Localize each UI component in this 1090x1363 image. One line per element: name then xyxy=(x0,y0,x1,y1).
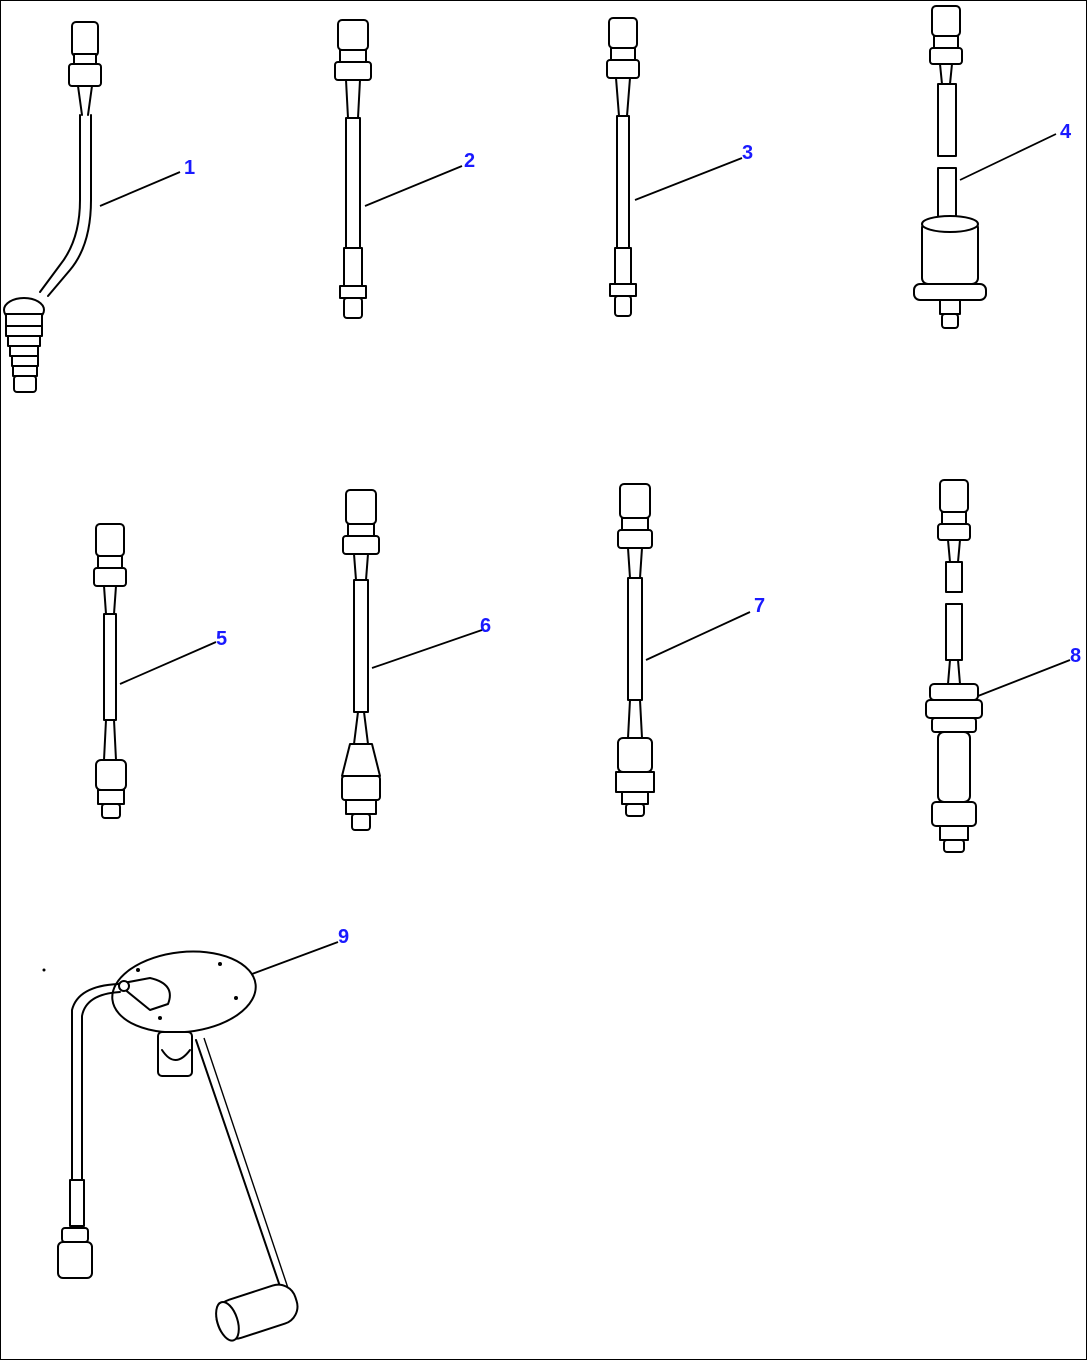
part-5-sensor: 5 xyxy=(93,523,227,819)
part-3-sensor: 3 xyxy=(606,17,753,317)
callout-7: 7 xyxy=(754,595,765,617)
part-1-sensor: 1 xyxy=(3,21,195,393)
part-6-sensor: 6 xyxy=(341,489,491,831)
callout-6: 6 xyxy=(480,615,491,637)
part-7-sensor: 7 xyxy=(615,483,765,817)
callout-8: 8 xyxy=(1070,645,1081,667)
callout-5: 5 xyxy=(216,628,227,650)
part-9-fuel-gauge: 9 xyxy=(42,926,349,1342)
callout-9: 9 xyxy=(338,926,349,948)
callout-1: 1 xyxy=(184,157,195,179)
part-4-sensor: 4 xyxy=(913,5,1072,329)
callout-3: 3 xyxy=(742,142,753,164)
callout-2: 2 xyxy=(464,150,475,172)
part-2-sensor: 2 xyxy=(334,19,475,319)
callout-4: 4 xyxy=(1060,121,1072,143)
part-8-sensor: 8 xyxy=(925,479,1081,853)
